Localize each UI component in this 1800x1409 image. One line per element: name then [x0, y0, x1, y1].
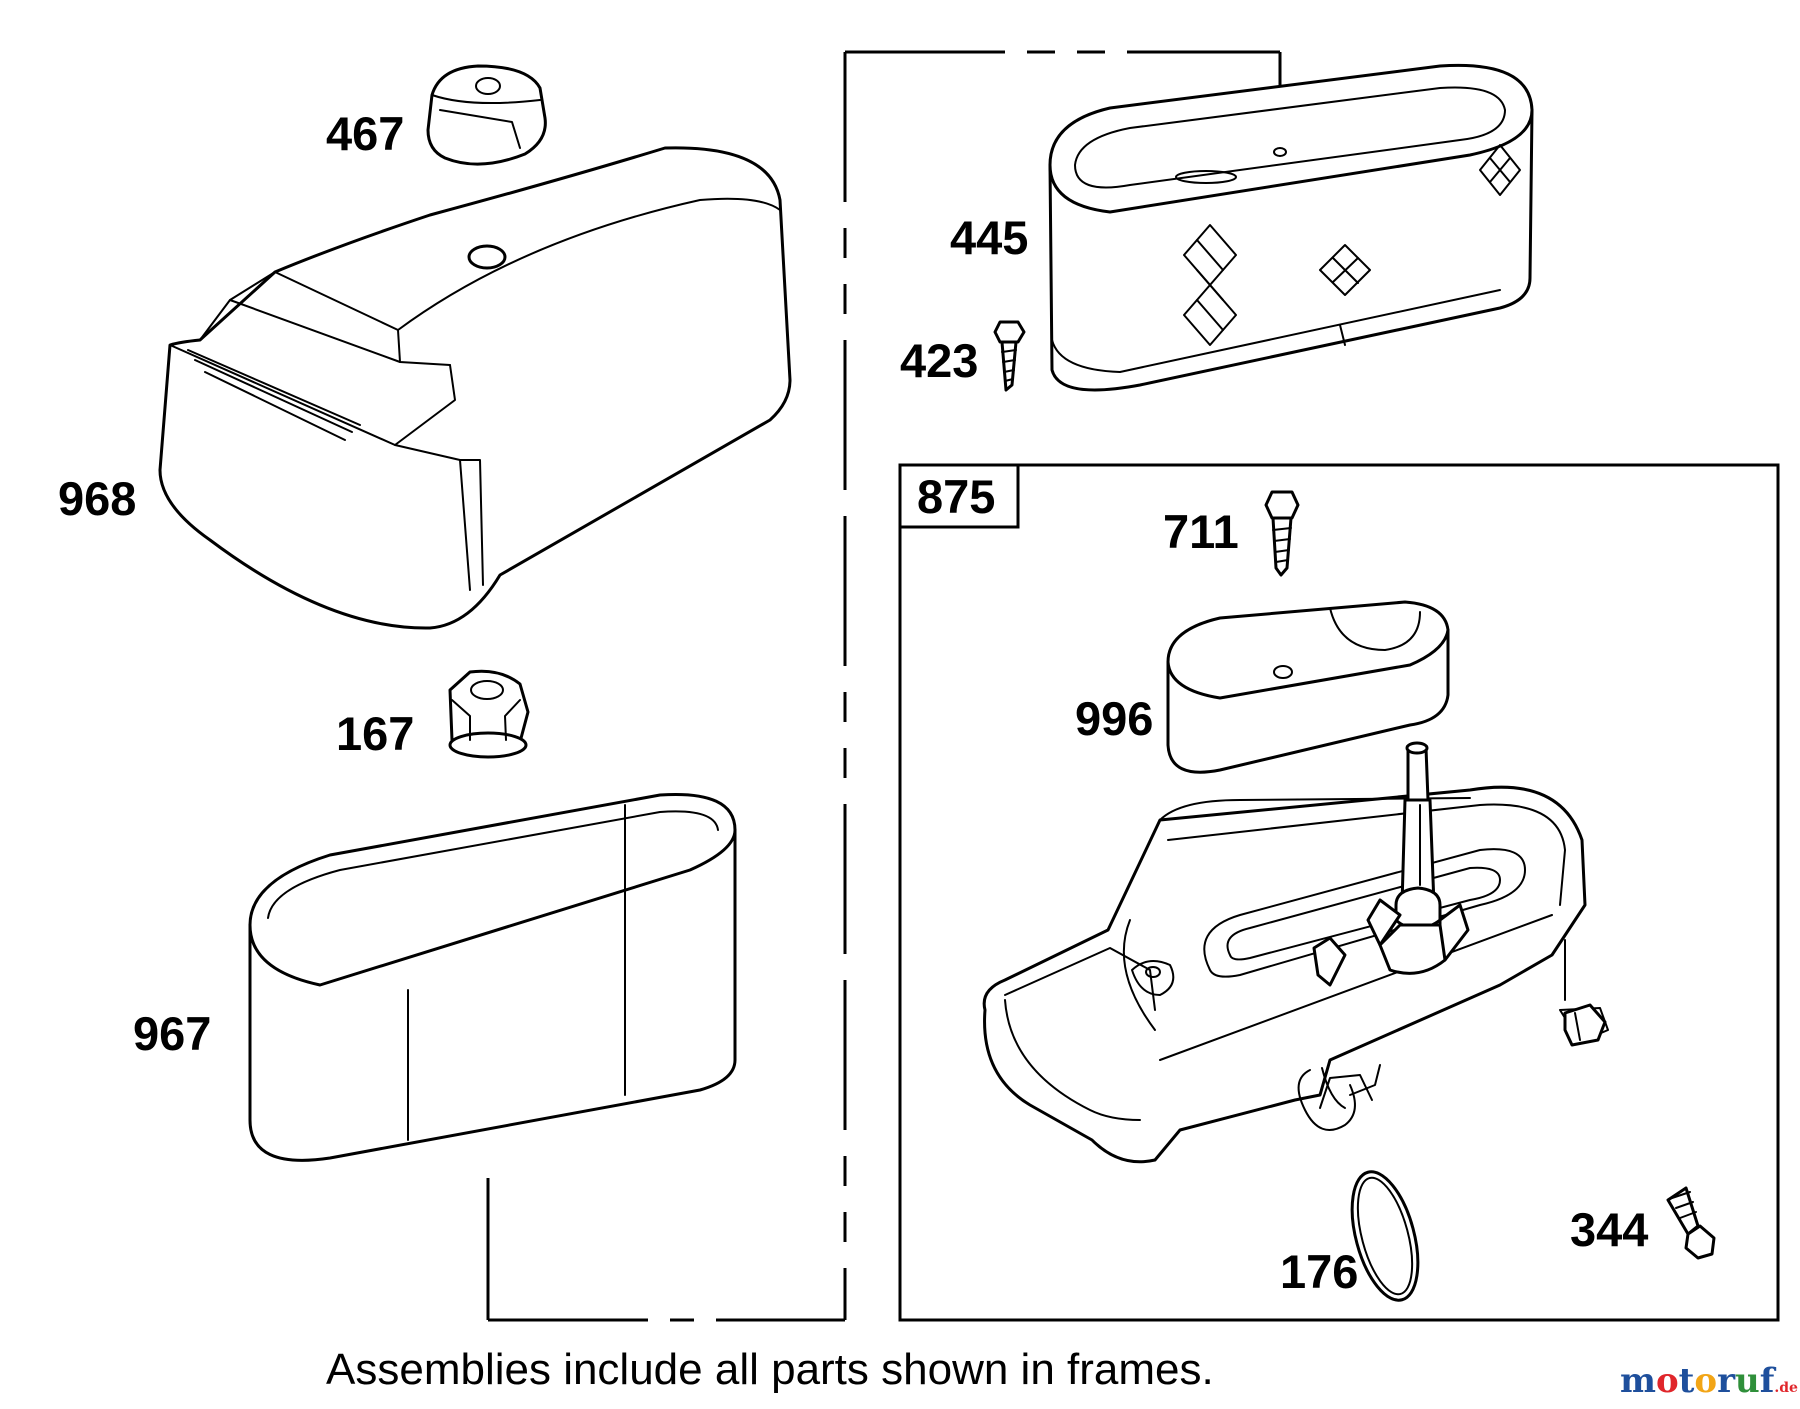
label-part-875: 875: [917, 470, 995, 523]
logo-letter-r: r: [1717, 1361, 1736, 1401]
label-part-967: 967: [133, 1007, 211, 1060]
part-968-cover: [158, 146, 792, 630]
part-344-screw: [1666, 1186, 1716, 1260]
label-part-711: 711: [1163, 505, 1239, 558]
part-467-knob: [426, 64, 547, 166]
logo-letter-f: f: [1760, 1361, 1777, 1401]
logo-letter-o1: o: [1656, 1361, 1679, 1401]
label-part-176: 176: [1280, 1245, 1358, 1298]
part-996-cover: [1166, 600, 1450, 774]
breather-stem: [1312, 741, 1470, 987]
part-167-grommet: [448, 669, 530, 759]
logo-letter-t: t: [1679, 1361, 1695, 1401]
label-part-996: 996: [1075, 692, 1153, 745]
logo-letter-m: m: [1620, 1361, 1656, 1401]
label-part-445: 445: [950, 211, 1028, 264]
logo-letter-u: u: [1735, 1361, 1760, 1401]
label-part-467: 467: [326, 107, 404, 160]
assembly-frame-875: [898, 463, 1780, 1322]
part-967-precleaner: [248, 792, 737, 1162]
filter-pleat-pattern: [1183, 144, 1521, 346]
motoruf-logo: motoruf.de: [1620, 1361, 1798, 1401]
label-part-423: 423: [900, 334, 978, 387]
part-445-filter: [1048, 63, 1534, 392]
label-part-968: 968: [58, 472, 136, 525]
part-711-screw: [1264, 490, 1300, 577]
air-cleaner-base-assembly: [982, 785, 1609, 1164]
diagram-caption: Assemblies include all parts shown in fr…: [326, 1345, 1214, 1394]
label-part-344: 344: [1570, 1203, 1648, 1256]
logo-text: motoruf.de: [1620, 1361, 1798, 1401]
frame-875-label-box: [898, 463, 1020, 529]
label-part-167: 167: [336, 707, 414, 760]
base-clip: [1563, 1003, 1607, 1047]
part-423-screw: [993, 320, 1026, 392]
logo-letter-o2: o: [1694, 1361, 1717, 1401]
logo-suffix: .de: [1774, 1380, 1798, 1396]
part-176-o-ring: [1350, 1170, 1420, 1302]
